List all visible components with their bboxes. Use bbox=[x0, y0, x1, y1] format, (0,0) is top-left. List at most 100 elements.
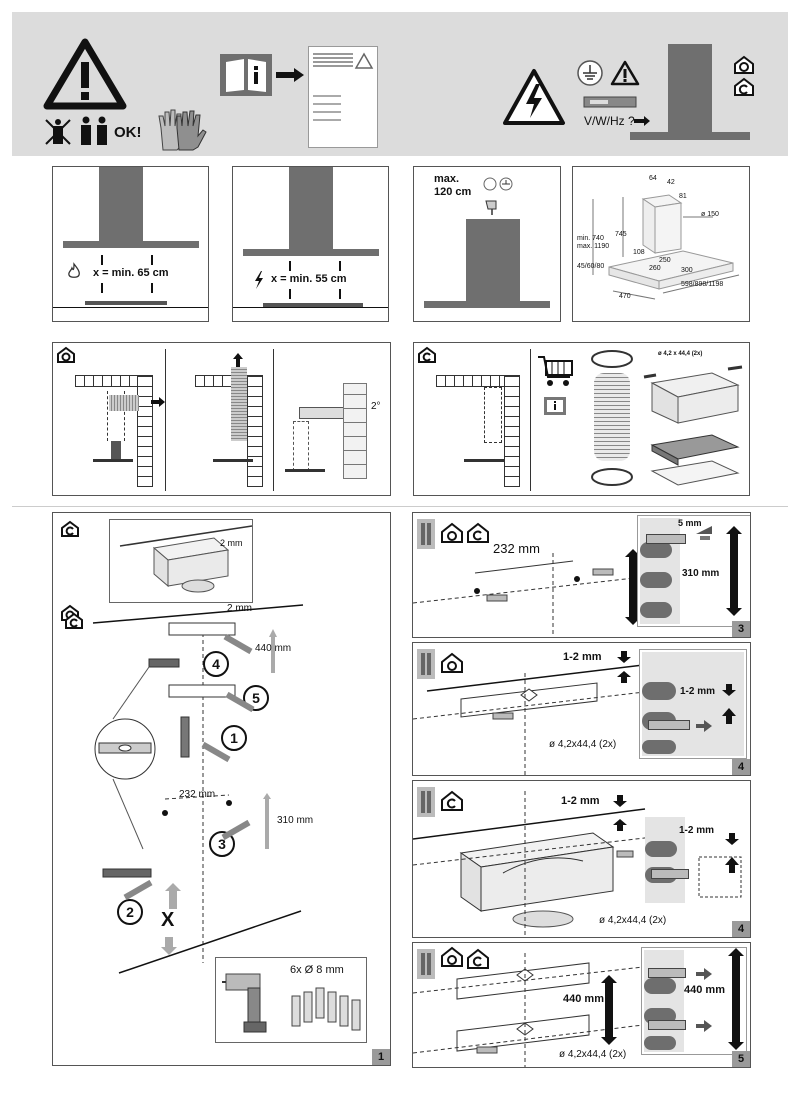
max-height-label: max. 120 cm bbox=[434, 173, 472, 198]
screw-plug-icon bbox=[417, 519, 435, 549]
dim-232-label: 232 mm bbox=[493, 541, 540, 556]
dim-150: ø 150 bbox=[701, 211, 719, 218]
step-number: 3 bbox=[732, 621, 750, 637]
ducted-mode-icon bbox=[441, 522, 463, 543]
gas-clearance-panel: x = min. 65 cm bbox=[52, 166, 209, 322]
gap-label: 1-2 mm bbox=[561, 795, 600, 807]
dim-440-label: 440 mm bbox=[255, 643, 292, 654]
dim-745: 745 bbox=[615, 231, 627, 238]
hose-clamp-bottom-icon bbox=[591, 468, 633, 486]
recirculation-mode-icon bbox=[734, 77, 754, 96]
step-number: 4 bbox=[732, 921, 750, 937]
ground-small-icon bbox=[483, 177, 513, 191]
arrow-right-small-icon bbox=[634, 116, 650, 126]
step-number: 1 bbox=[372, 1049, 390, 1065]
step1-panel: 2 mm 2 mm 440 mm 232 mm 310 mm 4 5 1 3 2 bbox=[52, 512, 391, 1066]
dim-232-label: 232 mm bbox=[179, 789, 216, 800]
warning-icon bbox=[43, 38, 127, 110]
step4a-panel: 1-2 mm ø 4,2x44,4 (2x) 1-2 mm 4 bbox=[412, 642, 751, 776]
dim-widths: 598/898/1198 bbox=[681, 281, 724, 288]
electric-clearance-panel: x = min. 55 cm bbox=[232, 166, 389, 322]
ground-icon bbox=[577, 60, 603, 86]
recirculation-mode-icon bbox=[61, 520, 79, 537]
wall-section: 440 mm bbox=[641, 947, 747, 1055]
wall-section: 1-2 mm bbox=[639, 649, 747, 759]
dim-260: 260 bbox=[649, 265, 661, 272]
hood-canopy bbox=[630, 132, 750, 140]
electric-clearance-label: x = min. 55 cm bbox=[271, 273, 347, 285]
dim-440a-label: 440 mm bbox=[563, 993, 604, 1005]
screw-label: ø 4,2x44,4 (2x) bbox=[599, 915, 667, 926]
top-inset: 2 mm bbox=[109, 519, 253, 603]
two-persons-icon bbox=[81, 116, 107, 145]
step1-wall-drawing bbox=[92, 604, 304, 974]
step3-drawing bbox=[413, 549, 644, 637]
rating-plate-icon bbox=[583, 96, 637, 108]
dim-310-label: 310 mm bbox=[277, 815, 314, 826]
step5-panel: 440 mm ø 4,2x44,4 (2x) 440 mm 5 bbox=[412, 942, 751, 1068]
ducted-mode-icon bbox=[57, 346, 75, 363]
screw-label: ø 4,2x44,4 (2x) bbox=[559, 1049, 627, 1060]
drill-label: 6x Ø 8 mm bbox=[290, 964, 344, 976]
dim-470: 470 bbox=[619, 293, 631, 300]
dim-64: 64 bbox=[649, 175, 657, 182]
ducted-mode-icon bbox=[441, 652, 463, 673]
dim-42: 42 bbox=[667, 179, 675, 186]
step-marker-4: 4 bbox=[203, 651, 229, 677]
single-person-crossed-icon bbox=[45, 119, 71, 145]
screw-plug-icon bbox=[417, 649, 435, 679]
recirculation-mode-icon bbox=[441, 790, 463, 811]
manual-book-icon bbox=[220, 54, 272, 96]
arrow-right-icon bbox=[276, 68, 304, 82]
arrow-up-icon bbox=[233, 353, 243, 367]
ducted-mode-icon bbox=[441, 946, 463, 967]
step-marker-3: 3 bbox=[209, 831, 235, 857]
step-number: 4 bbox=[732, 759, 750, 775]
step5-drawing bbox=[413, 953, 644, 1067]
arrow-out-icon bbox=[151, 397, 165, 407]
ducted-installation-panel: 2° bbox=[52, 342, 391, 496]
dim-310-label: 310 mm bbox=[682, 568, 720, 579]
hand-cable-icon bbox=[485, 200, 497, 215]
dim-300: 300 bbox=[681, 267, 693, 274]
gloves-icon bbox=[158, 109, 207, 151]
screw-plug-icon bbox=[417, 949, 435, 979]
drill-inset: 6x Ø 8 mm bbox=[215, 957, 367, 1043]
dim-440b-label: 440 mm bbox=[684, 984, 725, 996]
step4b-panel: 1-2 mm ø 4,2x44,4 (2x) 1-2 mm 4 bbox=[412, 780, 751, 938]
wall-section: 5 mm 310 mm bbox=[637, 515, 750, 627]
dimensions-panel: 64 42 81 ø 150 min. 740 max. 1190 745 10… bbox=[572, 166, 750, 322]
safety-document-thumbnail bbox=[308, 46, 378, 148]
dim-108: 108 bbox=[633, 249, 645, 256]
step-marker-5: 5 bbox=[243, 685, 269, 711]
ducted-mode-icon bbox=[734, 55, 754, 74]
x-mark: X bbox=[161, 909, 175, 931]
step3-panel: 232 mm 5 mm 310 mm 3 bbox=[412, 512, 751, 638]
step4a-drawing bbox=[413, 651, 654, 775]
voltage-label: V/W/Hz ? bbox=[584, 114, 635, 128]
recirculation-mode-icon bbox=[467, 948, 489, 969]
gas-clearance-label: x = min. 65 cm bbox=[93, 267, 169, 279]
gap2-label: 1-2 mm bbox=[679, 825, 715, 836]
electric-bolt-icon bbox=[255, 271, 263, 289]
recirculation-unit-drawing bbox=[643, 365, 743, 486]
ok-label: OK! bbox=[114, 124, 142, 141]
max-height-panel: max. 120 cm bbox=[413, 166, 561, 322]
dim-81: 81 bbox=[679, 193, 687, 200]
flexible-duct bbox=[594, 373, 630, 461]
electric-hazard-icon bbox=[503, 69, 565, 125]
duct-angle-label: 2° bbox=[371, 401, 381, 412]
screw-plug-icon bbox=[417, 787, 435, 817]
recirculation-installation-panel: ø 4,2 x 44,4 (2x) bbox=[413, 342, 750, 496]
step-marker-1: 1 bbox=[221, 725, 247, 751]
dimension-drawing bbox=[592, 194, 740, 300]
screw-spec-label: ø 4,2 x 44,4 (2x) bbox=[658, 351, 703, 357]
gap2-label: 1-2 mm bbox=[680, 686, 716, 697]
dim-5-label: 5 mm bbox=[678, 518, 702, 528]
gap-mid-label: 2 mm bbox=[227, 603, 252, 614]
dim-min-max: min. 740 max. 1190 bbox=[577, 235, 610, 250]
drill-icon bbox=[222, 973, 267, 1033]
dim-heights: 45/60/80 bbox=[577, 263, 605, 270]
shopping-cart-icon bbox=[538, 356, 573, 386]
manual-small-icon bbox=[544, 397, 566, 415]
